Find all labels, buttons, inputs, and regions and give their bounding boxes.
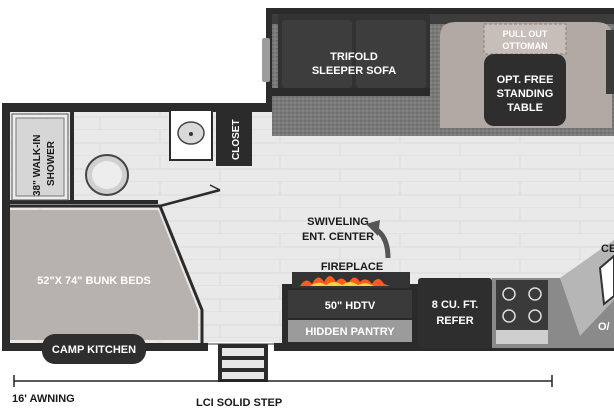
entertainment-center xyxy=(282,272,418,348)
bunk-beds-label: 52"X 74" BUNK BEDS xyxy=(37,275,151,287)
swivel-arrow-head-icon xyxy=(366,220,380,236)
pantry-label: HIDDEN PANTRY xyxy=(305,326,395,338)
awning-label: 16' AWNING xyxy=(12,393,75,405)
table-label-line1: OPT. FREE xyxy=(497,74,554,86)
ottoman-label-line1: PULL OUT xyxy=(503,29,548,39)
awning-line xyxy=(13,375,553,387)
ent-center-label-line1: SWIVELING xyxy=(307,216,369,228)
fireplace-label: FIREPLACE xyxy=(321,261,383,273)
camp-kitchen xyxy=(42,334,146,364)
edge-partial-label-2: O/ xyxy=(598,321,610,333)
closet xyxy=(216,106,252,166)
edge-partial-label-1: CE xyxy=(601,243,614,255)
camp-kitchen-label: CAMP KITCHEN xyxy=(52,344,136,356)
kitchen-counter xyxy=(492,240,614,348)
ent-center-label-line2: ENT. CENTER xyxy=(302,231,374,243)
sofa-label-line1: TRIFOLD xyxy=(330,51,378,63)
step-label: LCI SOLID STEP xyxy=(196,397,283,409)
solid-step xyxy=(218,344,268,382)
sofa-label-line2: SLEEPER SOFA xyxy=(312,65,396,77)
shower-label-line2: SHOWER xyxy=(46,140,57,186)
bath-sink xyxy=(169,109,213,161)
table-label-line3: TABLE xyxy=(507,102,543,114)
bathroom xyxy=(10,112,221,208)
table-label-line2: STANDING xyxy=(497,88,554,100)
hdtv-label: 50" HDTV xyxy=(325,300,376,312)
fridge-label-line1: 8 CU. FT. xyxy=(432,299,478,311)
bunk-beds xyxy=(10,204,204,344)
fridge-label-line2: REFER xyxy=(436,315,473,327)
shower-label-line1: 38" WALK-IN xyxy=(32,135,43,196)
trifold-sleeper-sofa xyxy=(262,14,430,96)
closet-label: CLOSET xyxy=(231,119,242,160)
ottoman-label-line2: OTTOMAN xyxy=(502,41,547,51)
dinette-booth xyxy=(440,22,614,128)
refrigerator xyxy=(418,278,492,348)
